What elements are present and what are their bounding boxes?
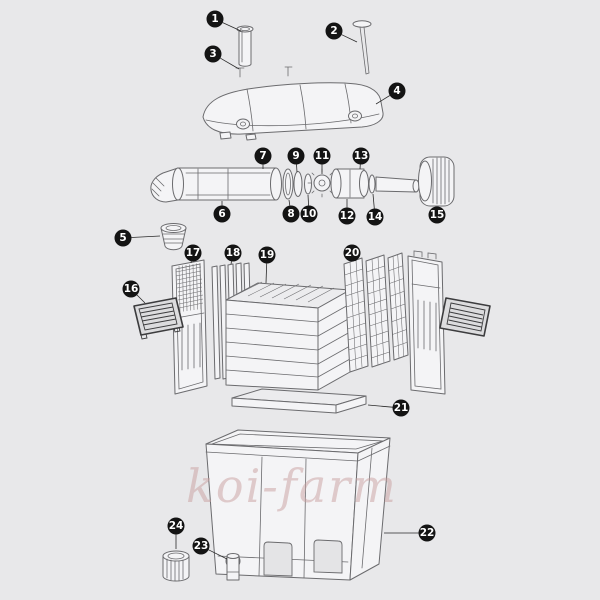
callout-7: 7	[254, 147, 272, 169]
callout-20: 20	[343, 244, 361, 262]
part-4-lid-drawing	[202, 82, 384, 141]
part-20-grids-drawing	[343, 252, 409, 373]
callout-19: 19	[258, 246, 276, 284]
callout-15: 15	[428, 206, 446, 224]
callout-22: 22	[384, 524, 436, 542]
svg-text:4: 4	[393, 85, 400, 97]
svg-text:12: 12	[340, 210, 355, 222]
svg-text:11: 11	[315, 150, 330, 162]
part-14-ring-drawing	[368, 174, 376, 194]
svg-text:20: 20	[345, 247, 360, 259]
callout-1: 1	[206, 10, 242, 32]
callout-11: 11	[313, 147, 331, 174]
svg-text:8: 8	[287, 208, 294, 220]
callout-23: 23	[192, 537, 228, 560]
svg-text:6: 6	[218, 208, 225, 220]
part-3-drawing	[235, 66, 293, 78]
right-tray-drawing	[439, 297, 491, 337]
svg-text:2: 2	[330, 25, 337, 37]
part-17-left-panel-drawing	[171, 259, 208, 395]
svg-text:22: 22	[420, 527, 435, 539]
right-side-panel-drawing	[407, 250, 446, 395]
part-5-fitting-drawing	[160, 223, 187, 251]
part-24-cap-drawing	[162, 550, 190, 582]
svg-text:15: 15	[430, 209, 445, 221]
part-8-ring-drawing	[282, 168, 294, 200]
svg-text:1: 1	[211, 13, 218, 25]
part-22-container-drawing	[205, 429, 391, 581]
part-12-13-sleeve-drawing	[330, 168, 369, 199]
svg-text:17: 17	[186, 247, 201, 259]
svg-text:16: 16	[124, 283, 139, 295]
part-1-drawing	[236, 25, 254, 67]
svg-text:5: 5	[119, 232, 126, 244]
callout-6: 6	[213, 201, 231, 223]
callout-17: 17	[184, 244, 202, 264]
part-9-washer-drawing	[293, 171, 303, 197]
part-21-pad-drawing	[231, 388, 367, 414]
part-19-sponge-stack-drawing	[225, 281, 351, 391]
callout-9: 9	[287, 147, 305, 173]
part-6-tube-drawing	[150, 167, 282, 203]
svg-text:23: 23	[194, 540, 209, 552]
svg-text:3: 3	[209, 48, 216, 60]
callout-21: 21	[367, 399, 410, 417]
part-2-drawing	[352, 20, 372, 75]
part-15-end-cap-drawing	[418, 156, 455, 207]
callout-8: 8	[282, 199, 300, 223]
svg-text:21: 21	[394, 402, 409, 414]
svg-text:24: 24	[169, 520, 184, 532]
quartz-tube-drawing	[375, 176, 420, 193]
watermark: koi-farm	[186, 459, 398, 513]
callout-2: 2	[325, 22, 358, 43]
svg-text:14: 14	[368, 211, 383, 223]
callout-12: 12	[338, 199, 356, 225]
svg-text:18: 18	[226, 247, 241, 259]
callout-4: 4	[375, 82, 406, 105]
callout-24: 24	[167, 517, 185, 549]
svg-text:7: 7	[259, 150, 266, 162]
callout-16: 16	[122, 280, 146, 304]
svg-text:10: 10	[302, 208, 317, 220]
svg-text:9: 9	[292, 150, 299, 162]
callout-10: 10	[300, 194, 318, 223]
part-23-drawing	[226, 553, 240, 581]
part-10-ring-drawing	[304, 173, 312, 195]
callout-3: 3	[204, 45, 240, 70]
svg-text:19: 19	[260, 249, 275, 261]
part-16-tray-drawing	[133, 297, 184, 340]
callout-14: 14	[366, 193, 384, 226]
callout-13: 13	[352, 147, 370, 170]
svg-text:13: 13	[354, 150, 369, 162]
callout-5: 5	[114, 229, 161, 247]
callout-18: 18	[224, 244, 242, 265]
